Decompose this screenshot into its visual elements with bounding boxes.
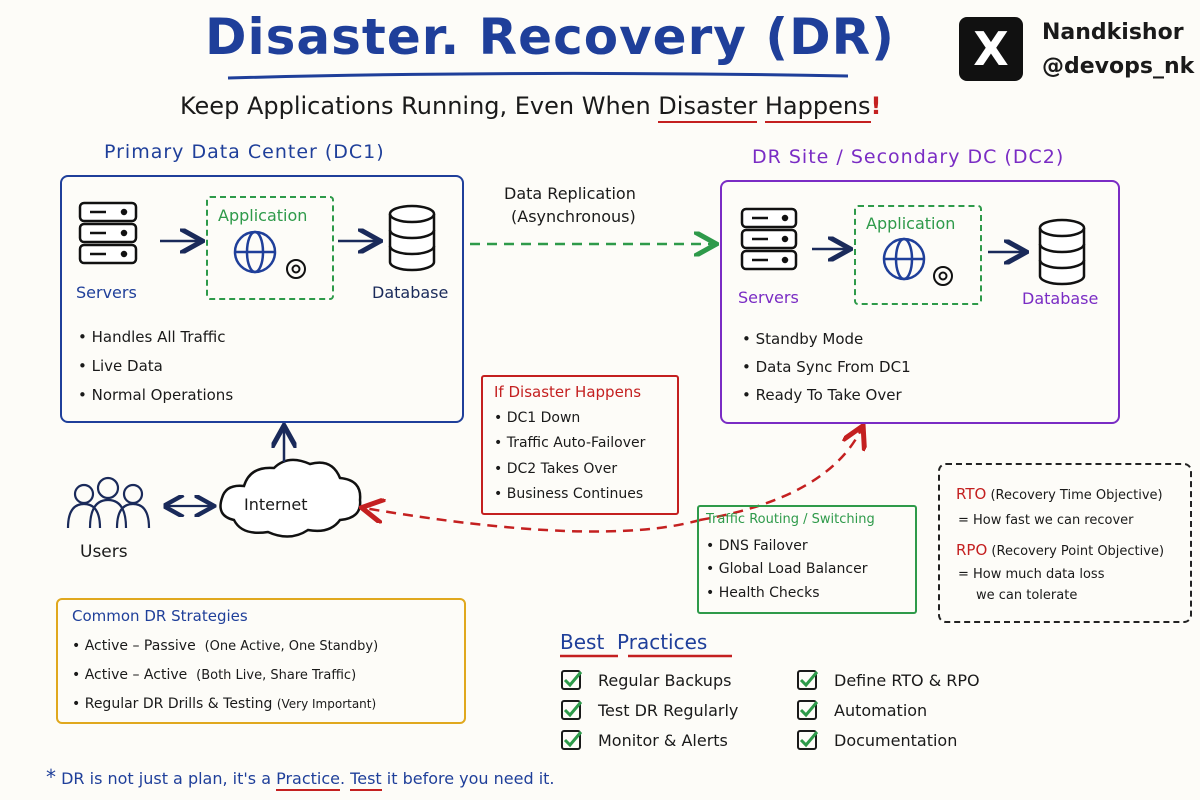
dc1-bullet: • Handles All Traffic — [78, 328, 226, 346]
strategy-item: • Active – Active (Both Live, Share Traf… — [72, 667, 357, 683]
users-icon — [66, 476, 151, 529]
rpo-desc-2: we can tolerate — [976, 588, 1078, 603]
disaster-item: • Traffic Auto-Failover — [494, 435, 646, 451]
x-logo-icon: X — [959, 17, 1023, 81]
check-icon — [797, 730, 819, 750]
routing-item: • DNS Failover — [706, 538, 808, 554]
subtitle-happens: Happens — [764, 92, 871, 123]
users-label: Users — [80, 542, 128, 562]
best-practices-title: Best Practices — [560, 630, 708, 654]
practice-item: Automation — [834, 701, 928, 720]
check-icon — [797, 700, 819, 720]
subtitle-text: Keep Applications Running, Even When — [180, 92, 659, 120]
dc2-servers-icon — [740, 207, 798, 271]
check-icon — [561, 730, 583, 750]
dc2-app-box — [854, 205, 982, 305]
author-handle: @devops_nk — [1042, 54, 1195, 79]
check-icon — [797, 670, 819, 690]
page-title: Disaster. Recovery (DR) — [205, 8, 895, 66]
dc1-servers-label: Servers — [76, 283, 137, 302]
strategy-item: • Active – Passive (One Active, One Stan… — [72, 638, 379, 654]
dc1-app-box — [206, 196, 334, 300]
title-underline — [227, 71, 849, 80]
rpo-desc: = How much data loss — [958, 567, 1105, 582]
replication-label: Data Replication — [504, 184, 636, 203]
author-name: Nandkishor — [1042, 20, 1184, 45]
routing-box — [697, 505, 917, 614]
disaster-box — [481, 375, 679, 515]
routing-item: • Global Load Balancer — [706, 561, 868, 577]
disaster-item: • DC1 Down — [494, 410, 581, 426]
dc1-gear-icon — [286, 259, 306, 279]
internet-label: Internet — [244, 495, 308, 514]
practice-item: Monitor & Alerts — [598, 731, 728, 750]
strategies-box — [56, 598, 466, 724]
dc2-servers-label: Servers — [738, 288, 799, 307]
disaster-item: • Business Continues — [494, 486, 644, 502]
dc2-box — [720, 180, 1120, 424]
failover-to-dc2-arrow — [699, 428, 862, 522]
practice-item: Define RTO & RPO — [834, 671, 980, 690]
practice-item: Documentation — [834, 731, 958, 750]
rpo-line: RPO (Recovery Point Objective) — [956, 541, 1165, 559]
footer-note: * DR is not just a plan, it's a Practice… — [46, 765, 555, 791]
check-icon — [561, 670, 583, 690]
disaster-title: If Disaster Happens — [494, 383, 642, 401]
page-subtitle: Keep Applications Running, Even When Dis… — [180, 92, 882, 123]
dc1-bullet: • Normal Operations — [78, 386, 234, 404]
dc2-database-icon — [1038, 218, 1086, 286]
subtitle-disaster: Disaster — [658, 92, 758, 123]
dc2-bullet: • Standby Mode — [742, 330, 864, 348]
rto-line: RTO (Recovery Time Objective) — [956, 485, 1163, 503]
check-icon — [561, 700, 583, 720]
dc2-title: DR Site / Secondary DC (DC2) — [752, 146, 1065, 168]
internet-cloud — [219, 458, 362, 538]
practice-item: Regular Backups — [598, 671, 732, 690]
dc1-app-label: Application — [218, 206, 308, 225]
dc2-bullet: • Data Sync From DC1 — [742, 358, 911, 376]
routing-title: Traffic Routing / Switching — [706, 512, 875, 527]
replication-sub-label: (Asynchronous) — [511, 207, 636, 226]
dc1-servers-icon — [78, 201, 138, 265]
dc1-box — [60, 175, 464, 423]
subtitle-bang: ! — [870, 92, 882, 120]
objectives-box — [938, 463, 1192, 623]
failover-to-internet-arrow — [364, 508, 701, 533]
dc2-globe-icon — [882, 237, 926, 281]
dc1-database-icon — [388, 204, 436, 272]
practice-item: Test DR Regularly — [598, 701, 739, 720]
dc1-title: Primary Data Center (DC1) — [104, 141, 385, 163]
routing-item: • Health Checks — [706, 585, 820, 601]
dc2-gear-icon — [933, 266, 953, 286]
disaster-item: • DC2 Takes Over — [494, 461, 618, 477]
dc1-globe-icon — [233, 230, 277, 274]
dc1-database-label: Database — [372, 283, 449, 302]
dc2-app-label: Application — [866, 214, 956, 233]
dc2-bullet: • Ready To Take Over — [742, 386, 902, 404]
strategies-title: Common DR Strategies — [72, 607, 248, 625]
dc2-database-label: Database — [1022, 289, 1099, 308]
strategy-item: • Regular DR Drills & Testing (Very Impo… — [72, 696, 377, 712]
dc1-bullet: • Live Data — [78, 357, 163, 375]
rto-desc: = How fast we can recover — [958, 513, 1134, 528]
